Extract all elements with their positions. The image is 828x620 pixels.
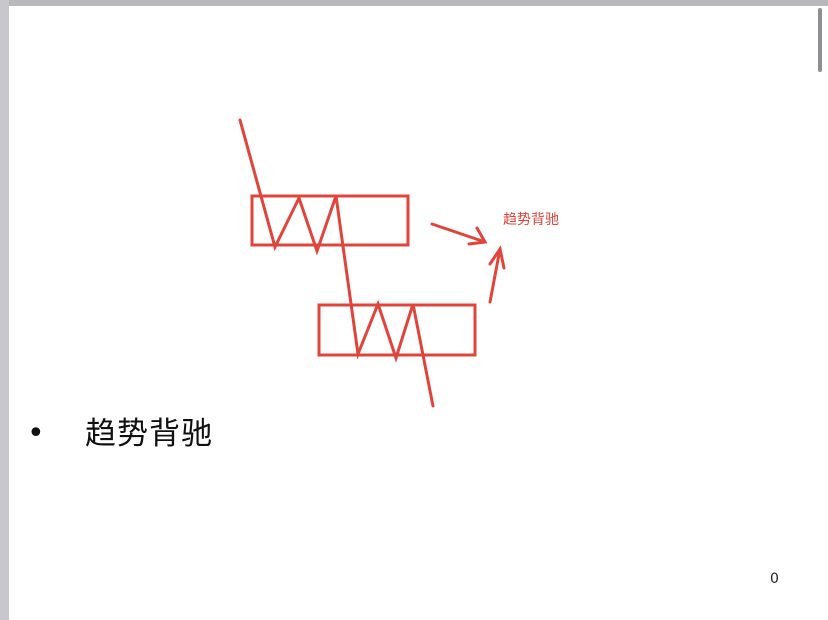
viewer-left-border	[0, 0, 9, 620]
page-number: 0	[770, 571, 779, 587]
up-arrow-shaft	[488, 247, 502, 304]
bullet-text: 趋势背驰	[85, 416, 213, 452]
vertical-scrollbar-thumb[interactable]	[818, 8, 822, 72]
diagram-label: 趋势背驰	[503, 212, 559, 228]
slide-page: 趋势背驰 • 趋势背驰 0	[9, 6, 828, 620]
viewer-top-border	[0, 0, 828, 6]
right-arrow-head	[467, 226, 488, 246]
lower-consolidation-box	[317, 303, 477, 357]
upper-consolidation-box	[250, 194, 410, 247]
trend-divergence-diagram	[238, 118, 506, 408]
bullet-marker: •	[27, 416, 45, 451]
right-arrow-shaft	[430, 222, 487, 244]
trend-zigzag-line	[238, 118, 435, 408]
up-arrow-head	[488, 245, 506, 270]
